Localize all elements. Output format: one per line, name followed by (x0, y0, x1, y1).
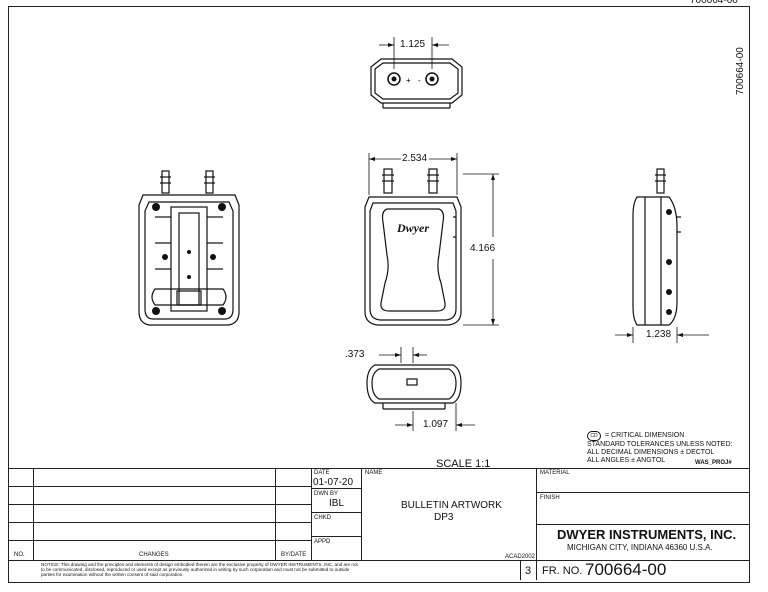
dim-side-width: 1.238 (646, 329, 672, 340)
dim-bottom-offset: .373 (345, 349, 365, 360)
corner-drawing-number: 700664-00 (690, 0, 738, 6)
drawing-sheet: 700664-00 + - 1.125 (8, 6, 750, 583)
approved-label: APPD (314, 539, 331, 545)
date-value: 01-07-20 (313, 477, 354, 488)
critical-dimension-symbol: CD (587, 431, 601, 441)
dim-front-width: 2.534 (402, 153, 428, 164)
front-view (364, 153, 499, 326)
rear-view (138, 170, 240, 326)
company-location: MICHIGAN CITY, INDIANA 46360 U.S.A. (567, 543, 713, 552)
date-label: DATE (314, 470, 330, 476)
dim-front-height: 4.166 (470, 243, 496, 254)
dim-bottom-width: 1.097 (423, 419, 449, 430)
rev-bydate-label: BY/DATE (281, 552, 307, 558)
notice-line-3: parties for examination without the writ… (41, 572, 184, 577)
title-block: NO. CHANGES BY/DATE DATE 01-07-20 DWN BY… (9, 468, 749, 582)
dwyer-logo: Dwyer (397, 221, 429, 235)
notice-line-1: NOTICE: This drawing and the principles … (41, 562, 358, 567)
bottom-view (366, 347, 475, 431)
was-proj-label: WAS_PROJ# (695, 460, 732, 466)
material-label: MATERIAL (540, 470, 570, 476)
drawn-by-value: IBL (329, 498, 345, 509)
rev-no-label: NO. (14, 552, 25, 558)
acad-label: ACAD2002 (505, 554, 536, 560)
critical-dimension-note: = CRITICAL DIMENSION (605, 432, 685, 439)
tolerance-note-1: STANDARD TOLERANCES UNLESS NOTED: (587, 441, 733, 448)
notice-line-2: to be communicated, disclosed, reproduce… (41, 567, 350, 572)
finish-label: FINISH (540, 495, 560, 501)
company-name: DWYER INSTRUMENTS, INC. (557, 527, 737, 542)
top-view: + - (370, 37, 463, 109)
tolerance-note-3: ALL ANGLES ± ANGTOL (587, 457, 666, 464)
rev-changes-label: CHANGES (139, 552, 169, 558)
checked-label: CHKD (314, 515, 332, 521)
svg-text:-: - (418, 76, 421, 85)
tolerance-notes: CD = CRITICAL DIMENSION STANDARD TOLERAN… (587, 431, 747, 467)
side-view (615, 168, 709, 343)
drawn-by-label: DWN BY (314, 491, 338, 497)
name-label: NAME (365, 470, 383, 476)
dim-top-width: 1.125 (400, 39, 426, 50)
frame-number: 700664-00 (585, 560, 667, 579)
frame-number-label: FR. NO. (542, 565, 583, 577)
scale-label: SCALE 1:1 (436, 458, 491, 470)
svg-text:+: + (406, 76, 411, 85)
title-name-line-2: DP3 (434, 512, 454, 523)
sheet-size: 3 (525, 565, 532, 577)
tolerance-note-2: ALL DECIMAL DIMENSIONS ± DECTOL (587, 449, 715, 456)
title-name-line-1: BULLETIN ARTWORK (401, 500, 502, 511)
